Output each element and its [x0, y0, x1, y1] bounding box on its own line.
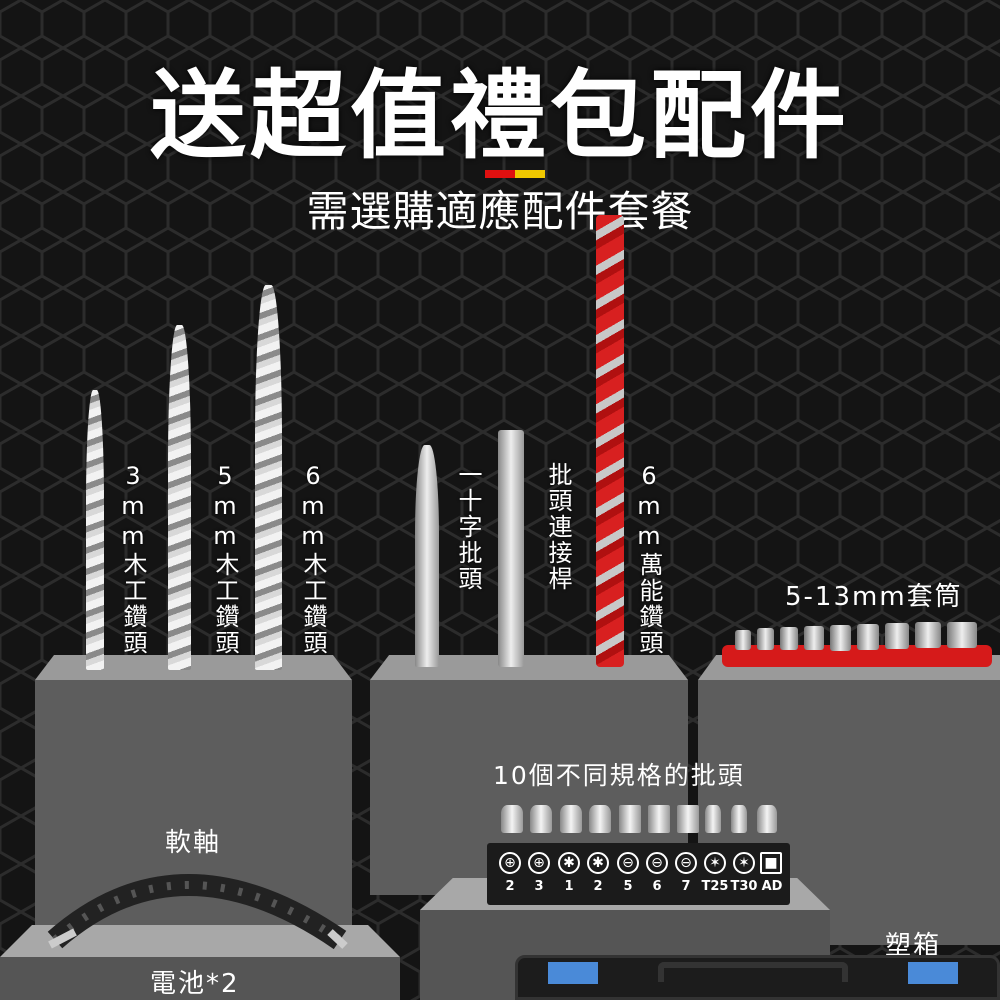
label-flex-shaft: 軟軸: [165, 828, 222, 858]
label-bit-extension: 批頭連接桿: [544, 462, 572, 592]
socket-set-tray: [722, 645, 992, 667]
label-battery: 電池*2: [150, 969, 240, 999]
bit-symbol-torx: ✶: [704, 852, 726, 874]
bit-symbol-torx: ✶: [733, 852, 755, 874]
bit-label: 2: [505, 879, 515, 894]
socket-set: [735, 622, 985, 652]
bit-symbol-slotted: ⊖: [617, 852, 639, 874]
bit-symbol-slotted: ⊖: [675, 852, 697, 874]
label-bit-set: 10個不同規格的批頭: [493, 761, 745, 790]
accent-bar-yellow: [515, 170, 545, 178]
accent-bar-red: [485, 170, 515, 178]
bit-label: T30: [730, 879, 758, 894]
label-drill-5mm: 5mm木工鑽頭: [211, 462, 239, 656]
flexible-shaft: [47, 874, 348, 950]
bit-symbol-phillips: ⊕: [499, 852, 521, 874]
label-masonry-drill: 6mm萬能鑽頭: [635, 462, 663, 656]
bit-label: T25: [701, 879, 729, 894]
label-drill-3mm: 3mm木工鑽頭: [119, 462, 147, 656]
label-cross-bit: 一十字批頭: [454, 462, 482, 592]
page-title: 送超值禮包配件: [150, 60, 850, 172]
bit-symbol-adapter: ■: [760, 852, 782, 874]
drill-bit-3mm: [86, 390, 104, 670]
plastic-case: [515, 955, 1000, 1000]
bit-symbol-phillips: ⊕: [528, 852, 550, 874]
bit-label: 2: [593, 879, 603, 894]
bit-symbol-slotted: ⊖: [646, 852, 668, 874]
label-drill-6mm: 6mm木工鑽頭: [299, 462, 327, 656]
case-handle: [658, 962, 848, 982]
case-latch-left: [548, 962, 598, 984]
bit-label: 6: [652, 879, 662, 894]
drill-bit-6mm: [255, 285, 282, 670]
label-sockets: 5-13mm套筒: [785, 582, 963, 612]
bit-label: 3: [534, 879, 544, 894]
bit-label: 7: [681, 879, 691, 894]
drill-bit-5mm: [168, 325, 191, 670]
masonry-drill-bit: [596, 215, 624, 667]
bit-label: AD: [761, 879, 783, 894]
page-subtitle: 需選購適應配件套餐: [306, 187, 694, 236]
bit-symbol-pozidriv: ✱: [587, 852, 609, 874]
case-latch-right: [908, 962, 958, 984]
bit-label: 1: [564, 879, 574, 894]
bit-label: 5: [623, 879, 633, 894]
bit-extension-rod: [498, 430, 524, 667]
bit-set-holder: ⊕ ⊕ ✱ ✱ ⊖ ⊖ ⊖ ✶ ✶ ■ 2 3 1 2 5 6 7 T25 T3…: [487, 805, 790, 905]
bit-symbol-pozidriv: ✱: [558, 852, 580, 874]
cross-screwdriver-bit: [415, 445, 439, 667]
